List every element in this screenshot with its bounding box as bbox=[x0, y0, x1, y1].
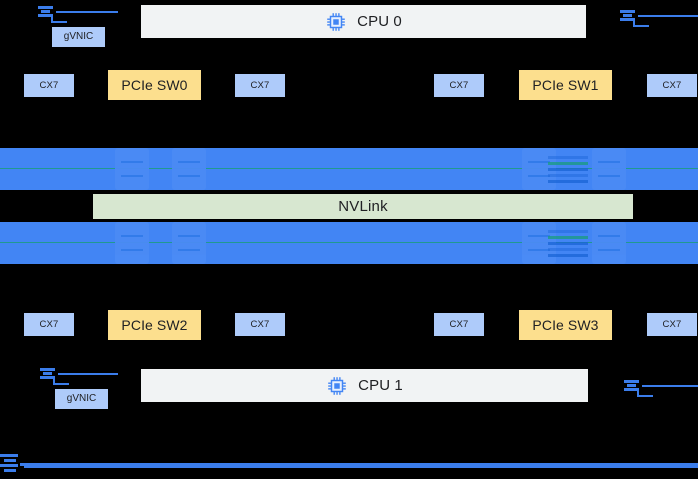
cpu0-node[interactable]: CPU 0 bbox=[141, 5, 586, 38]
cpu0-label: CPU 0 bbox=[357, 13, 402, 30]
cpu1-node[interactable]: CPU 1 bbox=[141, 369, 588, 402]
gpu-icon[interactable] bbox=[172, 222, 206, 264]
nic-wire bbox=[638, 14, 698, 18]
cx7-label: CX7 bbox=[250, 318, 270, 330]
gvnic-label: gVNIC bbox=[63, 31, 94, 42]
nvlink-label: NVLink bbox=[338, 198, 388, 215]
gvnic-label: gVNIC bbox=[66, 393, 97, 404]
cx7-label: CX7 bbox=[449, 79, 469, 91]
nic-drop-horizontal bbox=[633, 25, 649, 28]
cx7-chip-0[interactable]: CX7 bbox=[24, 74, 74, 97]
nic-wire bbox=[642, 384, 698, 388]
gpu-stack-icon[interactable] bbox=[548, 224, 588, 262]
cx7-chip-7[interactable]: CX7 bbox=[647, 313, 697, 336]
cx7-label: CX7 bbox=[662, 79, 682, 91]
gpu-band-hairline bbox=[0, 242, 698, 243]
nic-drop-horizontal bbox=[51, 21, 67, 24]
nic-link-icon-right bbox=[624, 377, 698, 398]
gpu-band-hairline bbox=[0, 168, 698, 169]
cx7-label: CX7 bbox=[662, 318, 682, 330]
cx7-chip-1[interactable]: CX7 bbox=[235, 74, 285, 97]
cx7-label: CX7 bbox=[39, 79, 59, 91]
pcie-sw1-node[interactable]: PCIe SW1 bbox=[519, 70, 612, 100]
nic-drop bbox=[53, 376, 56, 385]
nic-link-icon bbox=[38, 3, 118, 24]
cx7-chip-5[interactable]: CX7 bbox=[235, 313, 285, 336]
pcie-sw0-node[interactable]: PCIe SW0 bbox=[108, 70, 201, 100]
nic-glyph-icon bbox=[624, 378, 642, 394]
cx7-chip-2[interactable]: CX7 bbox=[434, 74, 484, 97]
gpu-icon[interactable] bbox=[172, 148, 206, 190]
nic-drop bbox=[633, 18, 636, 27]
gvnic-chip-0[interactable]: gVNIC bbox=[52, 27, 105, 47]
pcie-sw3-label: PCIe SW3 bbox=[532, 317, 599, 333]
network-wire bbox=[20, 462, 698, 466]
cx7-chip-4[interactable]: CX7 bbox=[24, 313, 74, 336]
cpu1-label: CPU 1 bbox=[358, 377, 403, 394]
nic-glyph-icon bbox=[620, 8, 638, 24]
pcie-sw3-node[interactable]: PCIe SW3 bbox=[519, 310, 612, 340]
network-wire-secondary bbox=[24, 466, 698, 468]
nic-drop bbox=[637, 388, 640, 397]
gpu-icon[interactable] bbox=[592, 148, 626, 190]
pcie-sw0-label: PCIe SW0 bbox=[121, 77, 188, 93]
nic-drop-horizontal bbox=[53, 383, 69, 386]
nic-wire bbox=[56, 10, 118, 14]
network-switch-icon bbox=[0, 452, 20, 476]
gpu-stack-icon[interactable] bbox=[548, 150, 588, 188]
gpu-band-upper bbox=[0, 148, 698, 190]
nic-link-icon-right bbox=[620, 7, 698, 28]
pcie-sw2-node[interactable]: PCIe SW2 bbox=[108, 310, 201, 340]
nic-wire bbox=[58, 372, 118, 376]
cpu-chip-icon bbox=[328, 376, 346, 395]
cpu-chip-icon bbox=[327, 12, 345, 31]
nic-link-icon bbox=[40, 365, 118, 386]
network-switch-bar[interactable] bbox=[0, 452, 698, 476]
nic-glyph-icon bbox=[38, 4, 56, 20]
cx7-label: CX7 bbox=[449, 318, 469, 330]
cx7-label: CX7 bbox=[39, 318, 59, 330]
gpu-icon[interactable] bbox=[592, 222, 626, 264]
cx7-chip-3[interactable]: CX7 bbox=[647, 74, 697, 97]
cx7-chip-6[interactable]: CX7 bbox=[434, 313, 484, 336]
nic-glyph-icon bbox=[40, 366, 58, 382]
gpu-band-lower bbox=[0, 222, 698, 264]
gvnic-chip-1[interactable]: gVNIC bbox=[55, 389, 108, 409]
nic-drop-horizontal bbox=[637, 395, 653, 398]
nvlink-node[interactable]: NVLink bbox=[93, 194, 633, 219]
pcie-sw2-label: PCIe SW2 bbox=[121, 317, 188, 333]
cx7-label: CX7 bbox=[250, 79, 270, 91]
nic-drop bbox=[51, 14, 54, 23]
pcie-sw1-label: PCIe SW1 bbox=[532, 77, 599, 93]
gpu-icon[interactable] bbox=[115, 148, 149, 190]
gpu-icon[interactable] bbox=[115, 222, 149, 264]
